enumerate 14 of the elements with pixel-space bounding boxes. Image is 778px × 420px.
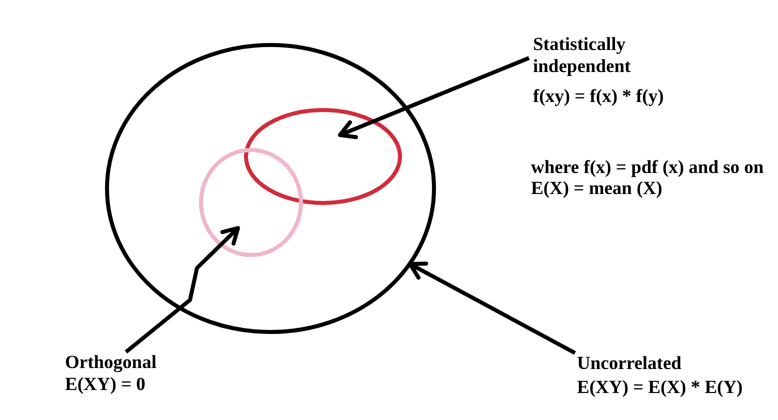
heading-text: Orthogonal (65, 352, 156, 374)
arrow (338, 56, 530, 140)
large-ellipse (105, 43, 436, 334)
arrow (408, 262, 576, 355)
ellipse (199, 148, 303, 257)
heading-text: Uncorrelated (577, 353, 682, 375)
formula-text: E(XY) = 0 (65, 374, 146, 396)
note-text: E(X) = mean (X) (531, 178, 662, 200)
note-text: where f(x) = pdf (x) and so on (531, 157, 764, 179)
heading-text: Statistically independent (533, 34, 632, 78)
ellipse (244, 108, 402, 205)
formula-text: f(xy) = f(x) * f(y) (533, 86, 664, 108)
formula-text: E(XY) = E(X) * E(Y) (577, 377, 743, 399)
arrow (124, 226, 240, 354)
